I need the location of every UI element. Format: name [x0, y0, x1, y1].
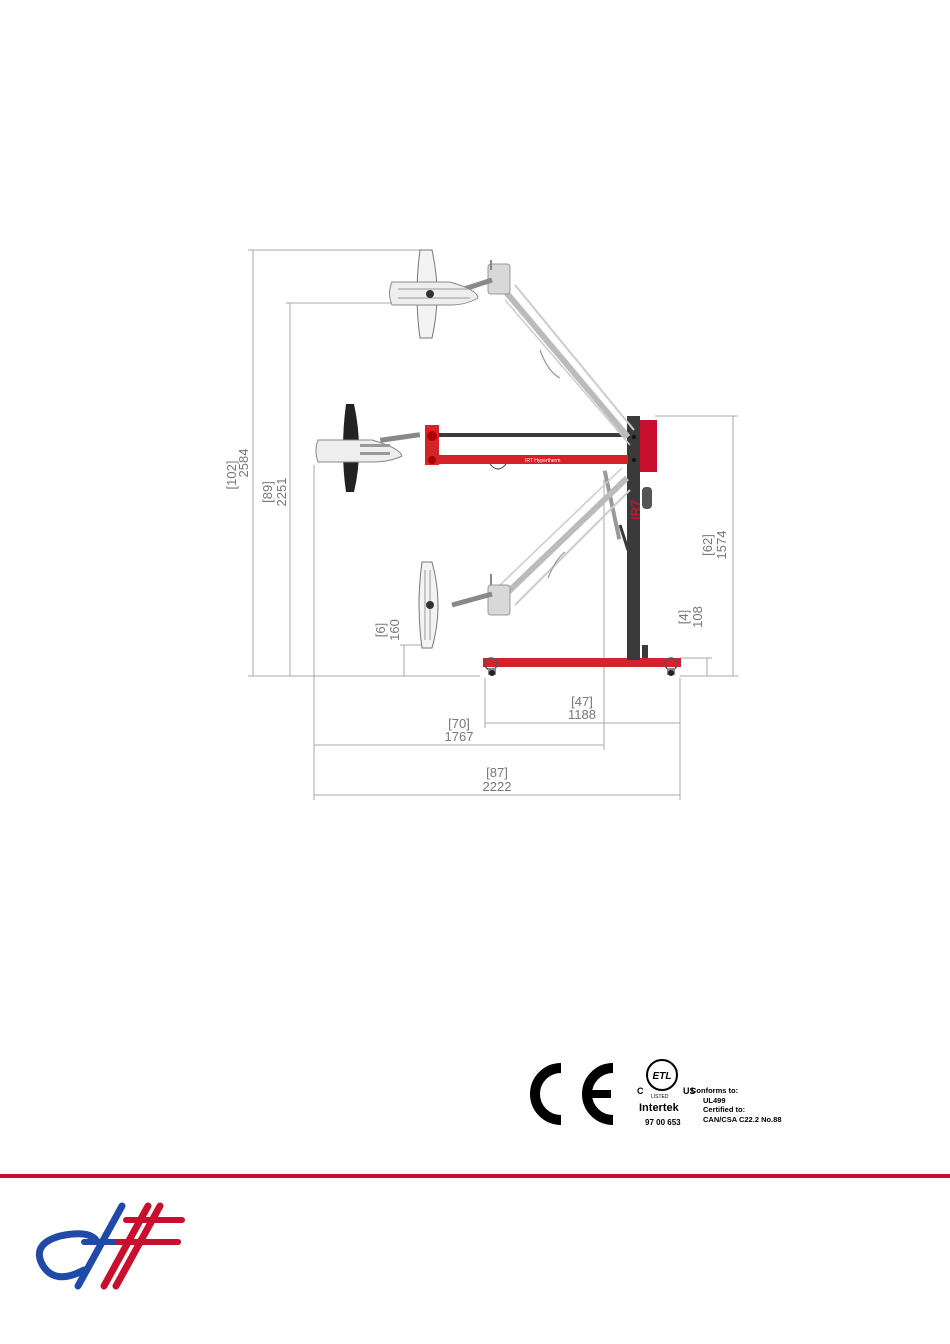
- etl-line: Conforms to:: [691, 1086, 782, 1096]
- etl-circle-icon: ETL: [645, 1058, 679, 1092]
- dimension-overall-width: [87] 2222: [314, 765, 680, 795]
- dim-base-width-mm: 1188: [568, 707, 596, 722]
- dim-arm-height-mm: 1574: [714, 531, 729, 560]
- intertek-brand: Intertek: [639, 1102, 679, 1114]
- arm-label: IRT Hypertherm: [525, 458, 560, 464]
- company-logo-icon: [28, 1198, 188, 1294]
- dim-overall-height-mm: 2584: [236, 449, 251, 478]
- etl-line: CAN/CSA C22.2 No.88: [703, 1115, 782, 1125]
- dim-upper-height-in: [89]: [260, 481, 275, 503]
- dim-reach-width-mm: 1767: [445, 729, 474, 744]
- dimension-reach-width: [70] 1767: [314, 465, 604, 800]
- upper-arm: [455, 260, 634, 445]
- etl-listed: LISTED: [651, 1094, 669, 1100]
- dim-lower-height-mm: 160: [387, 619, 402, 641]
- dim-base-height-in: [4]: [676, 610, 691, 624]
- etl-line: Certified to:: [703, 1105, 782, 1115]
- certification-marks: ETL C US LISTED Intertek 97 00 653 Confo…: [505, 1050, 765, 1135]
- etl-number: 97 00 653: [645, 1118, 681, 1127]
- dim-lower-height-in: [6]: [373, 623, 388, 637]
- column: IR7: [603, 416, 657, 660]
- dimension-base-height: [4] 108: [676, 606, 712, 676]
- dim-base-height-mm: 108: [690, 606, 705, 628]
- brand-mark: IR7: [628, 500, 643, 520]
- etl-line: UL499: [703, 1096, 782, 1106]
- etl-conformity-lines: Conforms to: UL499 Certified to: CAN/CSA…: [703, 1086, 782, 1124]
- dimension-base-width: [47] 1188: [485, 678, 680, 800]
- dimension-arm-height: [62] 1574: [655, 416, 738, 676]
- dim-overall-width-mm: 2222: [483, 779, 512, 794]
- dimension-lower-height: [6] 160: [373, 619, 425, 676]
- etl-mark-text: ETL: [653, 1071, 672, 1082]
- etl-listed-mark: ETL C US LISTED Intertek 97 00 653 Confo…: [637, 1058, 765, 1136]
- base-frame: [483, 645, 681, 676]
- dim-upper-height-mm: 2251: [274, 478, 289, 507]
- middle-lamp-head: [316, 404, 402, 492]
- etl-c: C: [637, 1086, 644, 1096]
- upper-lamp-head: [390, 250, 479, 338]
- footer-divider: [0, 1174, 950, 1178]
- ce-mark-icon: [517, 1062, 617, 1126]
- dim-overall-width-in: [87]: [486, 765, 508, 780]
- lower-arm: [452, 468, 630, 615]
- dimension-upper-height: [89] 2251: [260, 303, 400, 676]
- middle-arm: IRT Hypertherm: [380, 425, 628, 469]
- lower-lamp-head: [419, 562, 438, 648]
- technical-drawing: [102] 2584 [89] 2251 [6] 160 [62] 1574 […: [0, 0, 950, 840]
- dim-arm-height-in: [62]: [700, 534, 715, 556]
